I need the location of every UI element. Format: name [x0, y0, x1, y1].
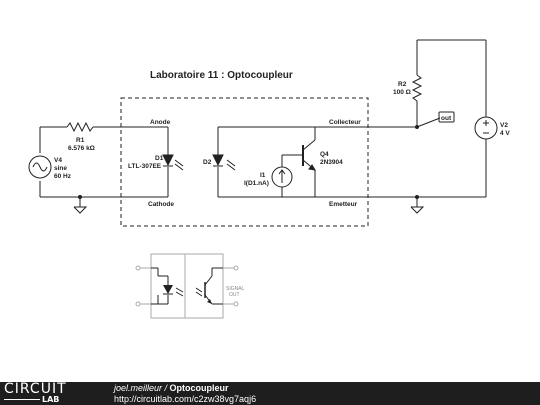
- r1-name: R1: [76, 137, 85, 144]
- emetteur-label: Emetteur: [329, 201, 358, 208]
- i1-expr: I(D1.nA): [244, 180, 269, 187]
- junction-dot: [78, 195, 82, 199]
- author-link[interactable]: joel.meilleur: [114, 383, 163, 393]
- schematic-title: Laboratoire 11 : Optocoupleur: [150, 70, 293, 81]
- out-wire: [416, 117, 441, 128]
- circuit-url-link[interactable]: http://circuitlab.com/c2zw38vg7aqj6: [114, 394, 257, 404]
- circuit-name: Optocoupleur: [169, 383, 229, 393]
- d1-name: D1: [155, 155, 164, 162]
- v4-type: sine: [54, 165, 67, 172]
- r2-name: R2: [398, 81, 407, 88]
- v2-name: V2: [500, 122, 508, 129]
- circuitlab-logo[interactable]: CIRCUIT LAB: [4, 382, 90, 405]
- logo-underline: [4, 399, 40, 400]
- r1-resistor: [66, 121, 94, 133]
- q4-part: 2N3904: [320, 159, 343, 166]
- signal-out-label-2: OUT: [229, 292, 240, 298]
- d1-emit-arrow-1: [174, 159, 184, 167]
- d1-led-symbol: [162, 154, 174, 167]
- v2-source-symbol: [474, 116, 498, 140]
- ground-icon-right: [410, 206, 425, 214]
- collecteur-label: Collecteur: [329, 119, 361, 126]
- r2-resistor: [411, 74, 423, 102]
- out-label: out: [441, 115, 452, 122]
- d2-name: D2: [203, 159, 212, 166]
- i1-name: I1: [260, 172, 266, 179]
- anode-label: Anode: [150, 119, 171, 126]
- optocoupler-package-icon: [135, 253, 239, 319]
- logo-text-lab: LAB: [42, 395, 60, 404]
- r1-value: 6.576 kΩ: [68, 145, 95, 152]
- footer-bar: CIRCUIT LAB joel.meilleur / Optocoupleur…: [0, 382, 540, 405]
- ground-icon-left: [73, 206, 88, 214]
- junction-dot: [415, 195, 419, 199]
- i1-current-source-symbol: [271, 166, 293, 188]
- q4-collector: [302, 139, 316, 151]
- i1-arrow-head: [278, 169, 286, 175]
- v4-source-symbol: [28, 155, 52, 179]
- q4-emitter-arrow: [308, 164, 316, 171]
- d1-part: LTL-307EE: [128, 163, 162, 170]
- d2-diode-symbol: [212, 154, 224, 167]
- v4-name: V4: [54, 157, 62, 164]
- v4-freq: 60 Hz: [54, 173, 72, 180]
- junction-dot: [415, 125, 419, 129]
- d2-arrow-2: [226, 163, 236, 171]
- signal-out-label-1: SIGNAL: [226, 286, 245, 292]
- sine-wave-icon: [32, 162, 48, 172]
- d2-arrow-1: [226, 159, 236, 167]
- cathode-label: Cathode: [148, 201, 174, 208]
- r2-value: 100 Ω: [393, 89, 411, 96]
- q4-name: Q4: [320, 151, 329, 158]
- logo-text-circuit: CIRCUIT: [4, 381, 67, 397]
- circuit-schematic: Laboratoire 11 : Optocoupleur: [28, 39, 510, 319]
- optocoupler-boundary: [120, 97, 369, 227]
- v2-value: 4 V: [500, 130, 510, 137]
- d1-emit-arrow-2: [174, 163, 184, 171]
- footer-author-line: joel.meilleur / Optocoupleur: [114, 383, 229, 393]
- out-label-box: [438, 111, 455, 123]
- separator: /: [162, 383, 170, 393]
